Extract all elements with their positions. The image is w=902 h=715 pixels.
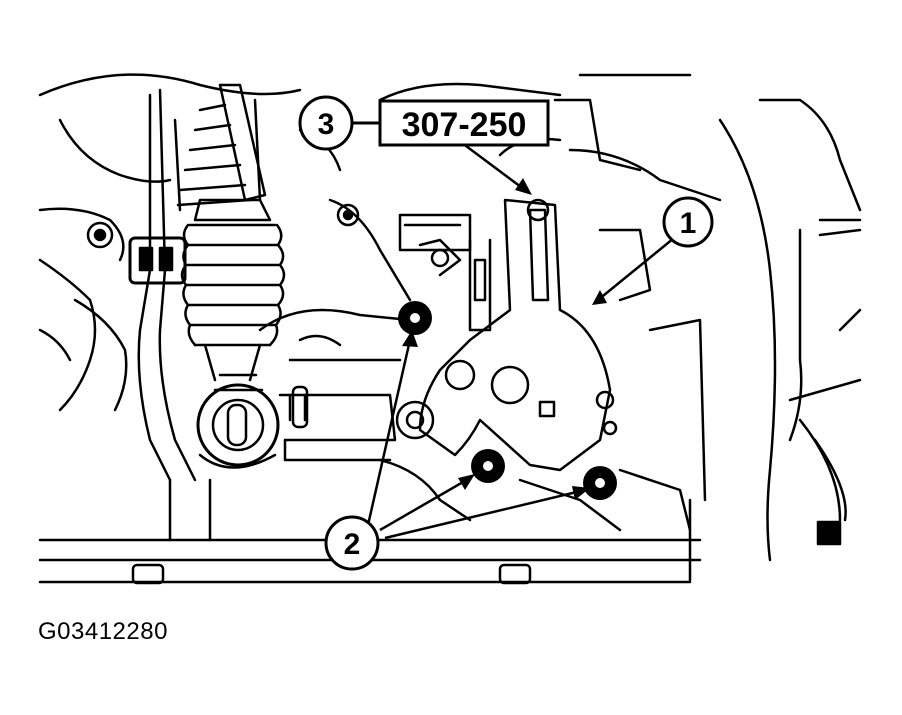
nut-upper [398, 301, 432, 335]
tool-number-label: 307-250 [402, 106, 527, 144]
callout-1-label: 1 [680, 207, 697, 240]
nut-lower-left [471, 449, 505, 483]
callout-3-label: 3 [318, 108, 335, 141]
callout-2-label: 2 [344, 528, 361, 561]
tool-number-box: 307-250 [378, 99, 550, 147]
nut-lower-right [583, 466, 617, 500]
arrowheads [402, 178, 607, 500]
callout-3: 3 [298, 95, 380, 151]
callout-1: 1 [662, 196, 714, 248]
line-art [38, 73, 862, 585]
callout-2: 2 [324, 515, 380, 571]
figure-code: G03412280 [38, 618, 168, 645]
